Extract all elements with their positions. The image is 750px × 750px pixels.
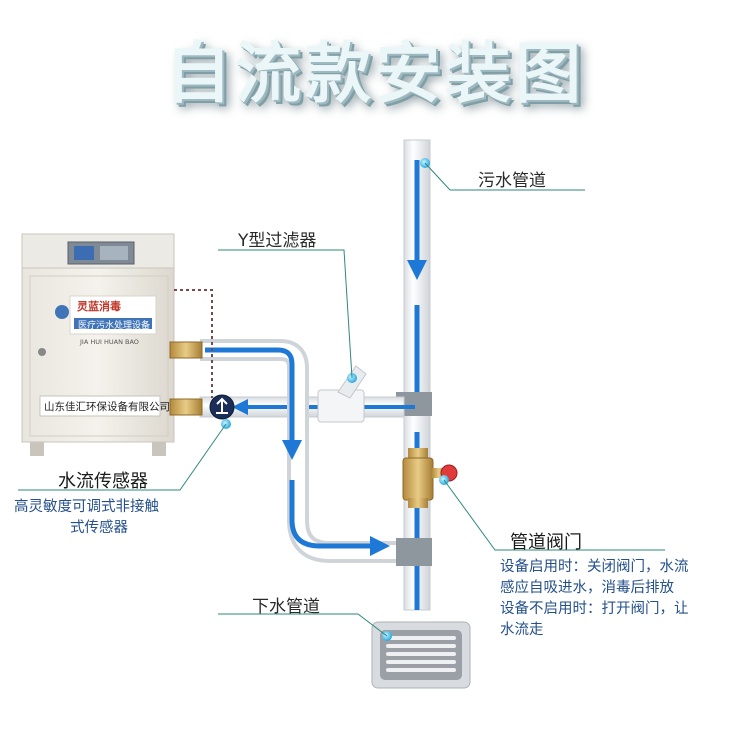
device-brand: 灵蓝消毒: [77, 300, 121, 313]
flow-sensor-description: 高灵敏度可调式非接触 式传感器: [14, 497, 159, 539]
valve-desc-line: 设备不启用时：打开阀门，让: [500, 601, 689, 617]
flow-sensor-desc-line: 高灵敏度可调式非接触: [14, 499, 159, 515]
label-sewage-pipe: 污水管道: [478, 171, 546, 191]
valve-desc-line: 感应自吸进水，消毒后排放: [500, 580, 674, 596]
valve-desc-line: 设备启用时：关闭阀门，水流: [500, 559, 689, 575]
label-y-filter: Y型过滤器: [238, 231, 317, 251]
outlet-pipe: [200, 339, 404, 563]
flow-sensor-desc-line: 式传感器: [70, 520, 128, 536]
disinfection-device: [21, 233, 175, 456]
pipe-valve: [402, 448, 458, 508]
flow-sensor-icon: [209, 394, 235, 420]
y-filter: [317, 365, 367, 423]
page-title: 自流款安装图: [165, 35, 585, 112]
valve-description: 设备启用时：关闭阀门，水流 感应自吸进水，消毒后排放 设备不启用时：打开阀门，让…: [500, 557, 689, 641]
leader-lines: [18, 162, 665, 637]
device-subtitle: 医疗污水处理设备: [78, 321, 151, 331]
valve-desc-line: 水流走: [500, 622, 544, 638]
device-connectors: [169, 341, 203, 416]
label-drain-pipe: 下水管道: [252, 597, 320, 617]
label-pipe-valve: 管道阀门: [510, 532, 582, 553]
device-pinyin: JIA HUI HUAN BAO: [80, 338, 139, 346]
sensor-cable: [174, 289, 213, 398]
sewage-pipe: [403, 139, 431, 611]
device-company: 山东佳汇环保设备有限公司: [44, 401, 170, 413]
floor-drain: [371, 621, 471, 689]
lower-tee-fitting: [396, 538, 432, 566]
label-flow-sensor: 水流传感器: [58, 471, 148, 492]
